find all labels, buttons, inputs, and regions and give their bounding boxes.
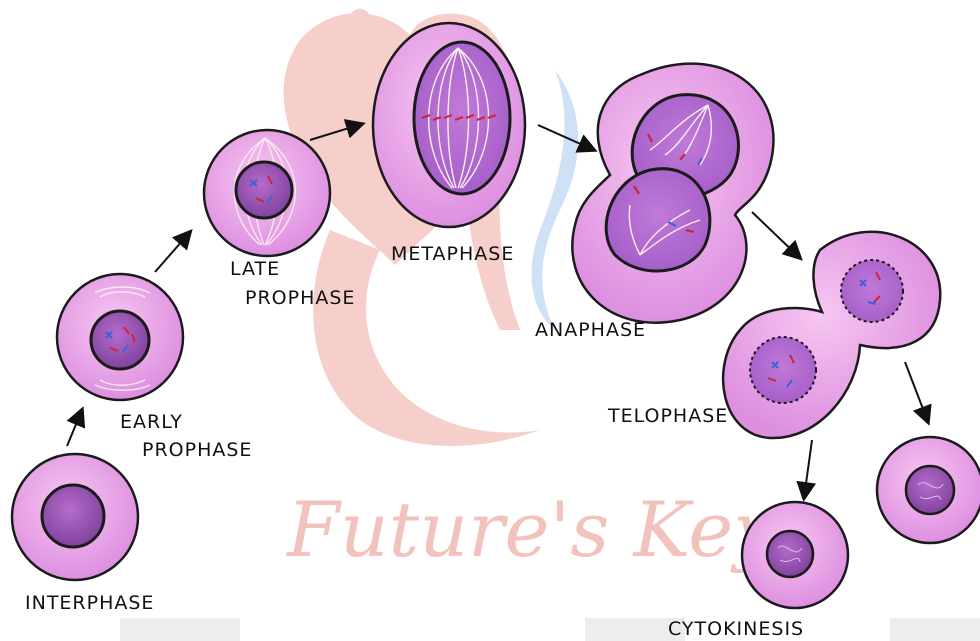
label-telophase: TELOPHASE <box>607 405 728 427</box>
watermark-bar <box>120 618 240 641</box>
cell-interphase <box>12 454 138 580</box>
cell-telophase <box>723 232 940 438</box>
label-interphase: INTERPHASE <box>25 592 154 614</box>
arrow-icon <box>905 362 928 422</box>
label-anaphase: ANAPHASE <box>535 319 646 341</box>
arrow-icon <box>804 440 812 498</box>
watermark-text: Future's Key <box>285 485 777 574</box>
cell-late-prophase <box>204 130 330 256</box>
arrow-icon <box>67 410 82 446</box>
label-metaphase: METAPHASE <box>391 243 514 265</box>
cell-metaphase <box>373 23 525 227</box>
cell-anaphase <box>572 64 773 323</box>
label-early-prophase-line1: EARLY <box>120 411 183 433</box>
label-late-prophase-line2: PROPHASE <box>245 287 355 309</box>
label-early-prophase-line2: PROPHASE <box>142 439 252 461</box>
arrow-icon <box>155 232 190 272</box>
label-cytokinesis: CYTOKINESIS <box>668 618 804 640</box>
arrow-icon <box>752 212 800 258</box>
label-late-prophase-line1: LATE <box>230 258 280 280</box>
cell-daughter-left <box>742 502 848 608</box>
cell-early-prophase <box>57 274 183 400</box>
watermark-bar <box>890 618 980 641</box>
cell-daughter-right <box>877 437 980 543</box>
